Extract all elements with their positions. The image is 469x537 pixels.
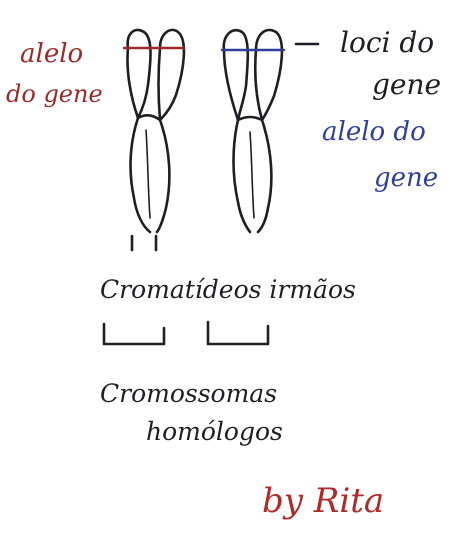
chromosome-right bbox=[222, 30, 284, 232]
chromosome-left bbox=[124, 30, 184, 232]
allele-label-right-line1: alelo do bbox=[322, 117, 426, 147]
allele-label-left-line2: do gene bbox=[6, 80, 103, 108]
chromatid-right-a bbox=[224, 30, 250, 232]
chromatid-left-b bbox=[157, 30, 184, 232]
homologs-label-line2: homólogos bbox=[146, 417, 283, 446]
homologs-label-line1: Cromossomas bbox=[100, 379, 277, 408]
chromatid-right-b bbox=[255, 30, 282, 232]
allele-label-left-line1: alelo bbox=[20, 39, 83, 69]
chromatids-label: Cromatídeos irmãos bbox=[100, 275, 356, 304]
homolog-bracket-left bbox=[104, 324, 164, 344]
homolog-bracket-right bbox=[208, 322, 268, 344]
allele-label-right-line2: gene bbox=[374, 163, 438, 193]
inner-line-left bbox=[146, 130, 150, 218]
loci-label-line2: gene bbox=[372, 68, 441, 101]
centromere-left bbox=[138, 115, 160, 120]
centromere-right bbox=[238, 117, 262, 120]
signature: by Rita bbox=[262, 481, 384, 521]
inner-line-right bbox=[250, 132, 254, 218]
chromatid-left-a bbox=[127, 30, 150, 232]
loci-label-line1: loci do bbox=[340, 26, 434, 59]
